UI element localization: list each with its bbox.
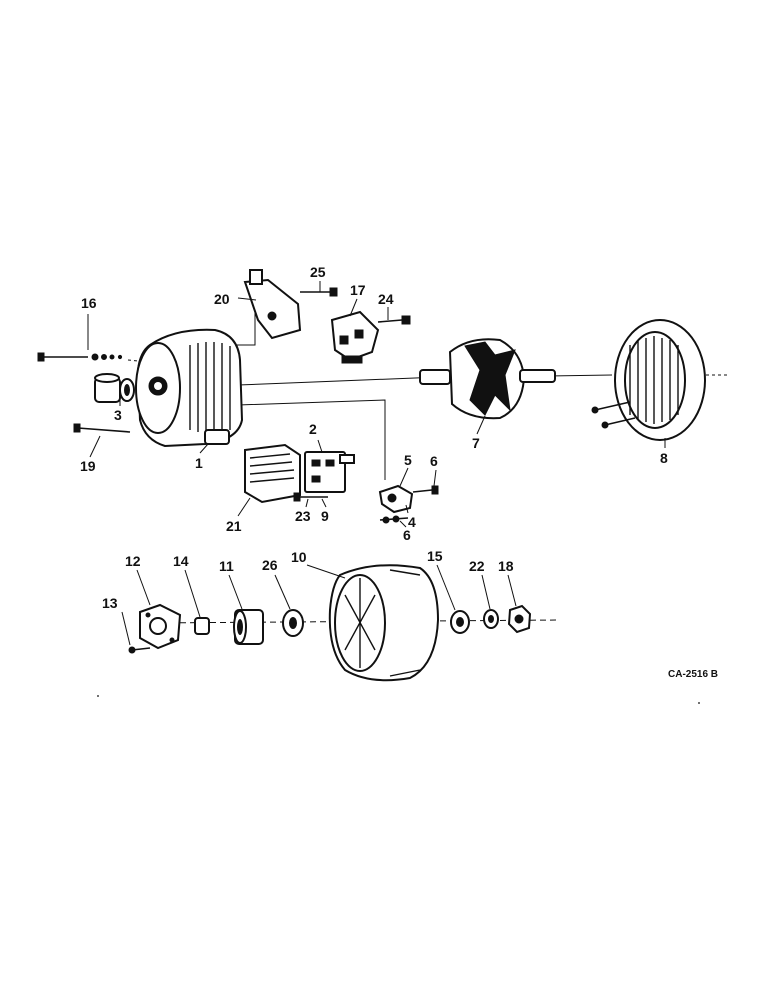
rotor-assembly <box>419 338 556 420</box>
callout-11: 11 <box>219 558 234 574</box>
callout-9: 9 <box>321 508 329 524</box>
bearing-part <box>94 373 135 403</box>
frame-cooling-fins <box>189 342 231 433</box>
callout-14: 14 <box>173 553 189 569</box>
callout-16: 16 <box>81 295 97 311</box>
collar <box>194 617 210 635</box>
callout-24: 24 <box>378 291 394 307</box>
callout-12: 12 <box>125 553 141 569</box>
through-bolt-set <box>37 352 123 362</box>
callout-26: 26 <box>262 557 278 573</box>
mounting-bracket <box>243 269 302 340</box>
callout-10: 10 <box>291 549 307 565</box>
voltage-regulator <box>304 451 355 493</box>
stator-assembly <box>591 319 706 441</box>
callout-8: 8 <box>660 450 668 466</box>
callout-15: 15 <box>427 548 443 564</box>
callout-18: 18 <box>498 558 514 574</box>
callout-6-top: 6 <box>430 453 438 469</box>
washer <box>282 609 304 637</box>
callout-7: 7 <box>472 435 480 451</box>
callout-22: 22 <box>469 558 485 574</box>
brush-holder <box>330 310 380 364</box>
bearing-retainer-plate <box>128 603 182 654</box>
diode-trio-capacitor <box>378 484 439 524</box>
drive-end-frame <box>135 328 244 448</box>
stator-windings <box>629 336 679 424</box>
speck-2 <box>698 702 700 704</box>
shaft-fasteners <box>450 604 532 634</box>
callout-19: 19 <box>80 458 96 474</box>
callout-leader-lines <box>87 281 666 646</box>
rectifier-heat-sink <box>244 443 301 504</box>
speck-1 <box>97 695 99 697</box>
callout-5: 5 <box>404 452 412 468</box>
bracket-screws <box>300 287 411 325</box>
regulator-screws <box>293 492 328 502</box>
callout-13: 13 <box>102 595 118 611</box>
drive-end-bearing <box>233 609 264 645</box>
callout-21: 21 <box>226 518 242 534</box>
callout-6-bottom: 6 <box>403 527 411 543</box>
callout-17: 17 <box>350 282 366 298</box>
callout-1: 1 <box>195 455 203 471</box>
callout-23: 23 <box>295 508 311 524</box>
callout-25: 25 <box>310 264 326 280</box>
slip-ring-end-frame <box>328 564 440 682</box>
callout-2: 2 <box>309 421 317 437</box>
drawing-code: CA-2516 B <box>668 669 718 680</box>
mounting-bolt <box>73 423 131 433</box>
callout-labels: 16 3 19 1 20 25 17 24 7 8 2 21 23 9 5 6 … <box>80 264 668 611</box>
callout-20: 20 <box>214 291 230 307</box>
callout-3: 3 <box>114 407 122 423</box>
callout-4: 4 <box>408 514 416 530</box>
